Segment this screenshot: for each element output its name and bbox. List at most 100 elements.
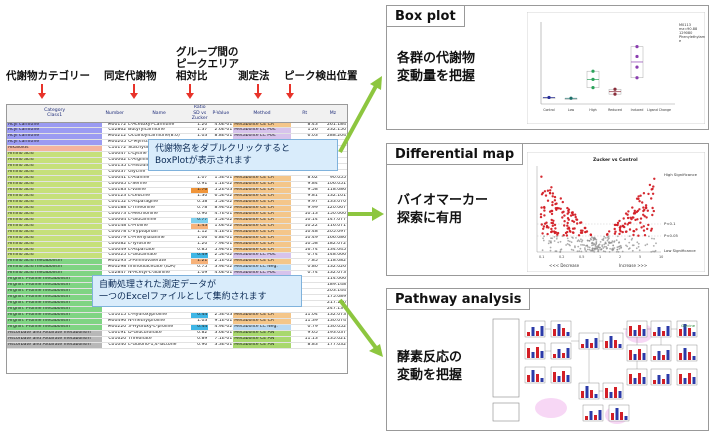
cell-method[interactable]: Metabolite CE AN	[233, 330, 291, 337]
cell-mz[interactable]: 130.052	[318, 324, 347, 331]
cell-rt[interactable]: 11.04	[290, 312, 319, 319]
cell-name[interactable]: L-Hydroxyproline	[127, 312, 192, 319]
cell-mz[interactable]: 134.045	[318, 247, 347, 254]
cell-number[interactable]	[102, 306, 128, 313]
cell-ratio[interactable]: 1.03	[191, 318, 209, 325]
cell-name[interactable]: L-Methionine	[127, 211, 192, 218]
cell-name[interactable]: 5-Aminovalerate	[127, 258, 192, 266]
cell-method[interactable]: Metabolite CE CA	[233, 187, 291, 194]
cell-method[interactable]: Metabolite LC Pos.	[233, 252, 291, 260]
cell-rt[interactable]	[290, 300, 319, 308]
cell-pvalue[interactable]: 5.2E-03	[208, 187, 234, 194]
cell-category[interactable]: Amino acid	[7, 151, 103, 159]
cell-rt[interactable]: 9.81	[290, 193, 319, 200]
cell-category[interactable]: Argnin. Proline metabolism	[7, 306, 103, 313]
cell-name[interactable]: L-Leucine	[127, 193, 192, 200]
cell-number[interactable]: C00049	[102, 247, 128, 254]
cell-rt[interactable]	[290, 306, 319, 313]
cell-rt[interactable]: 0.79	[290, 324, 319, 331]
cell-ratio[interactable]: 0.77	[191, 217, 209, 224]
cell-method[interactable]: Metabolite CE CA	[233, 205, 291, 212]
cell-mz[interactable]: 203.144	[318, 288, 347, 296]
cell-pvalue[interactable]: 4.1E-01	[208, 229, 234, 236]
cell-mz[interactable]: 189.148	[318, 282, 347, 290]
cell-ratio[interactable]: 1.20	[191, 122, 209, 129]
cell-mz[interactable]: 147.077	[318, 217, 347, 224]
cell-category[interactable]: Acyl carnitine	[7, 139, 103, 147]
cell-rt[interactable]: 0.80	[290, 264, 319, 272]
cell-category[interactable]: Argnin. Proline metabolism	[7, 288, 103, 296]
cell-category[interactable]: Ascorbate and Aldarate metabolism	[7, 330, 103, 337]
cell-number[interactable]: C00073	[102, 211, 128, 218]
cell-mz[interactable]	[318, 169, 347, 177]
cell-name[interactable]: L-Gulono-1,4-lactone	[127, 342, 192, 349]
cell-rt[interactable]: 9.65	[290, 330, 319, 337]
cell-mz[interactable]: 232.150	[318, 127, 347, 135]
cell-mz[interactable]: 118.082	[318, 258, 347, 266]
cell-pvalue[interactable]: 1.1E-02	[208, 181, 234, 188]
cell-rt[interactable]: 7.85	[290, 258, 319, 266]
cell-mz[interactable]: 114.066	[318, 276, 347, 284]
cell-mz[interactable]: 132.073	[318, 312, 347, 319]
cell-mz[interactable]: 130.074	[318, 318, 347, 325]
cell-name[interactable]: N-methylproline	[127, 318, 192, 325]
cell-pvalue[interactable]: 3.6E-01	[208, 330, 234, 337]
cell-pvalue[interactable]: 2.3E-03	[208, 312, 234, 319]
cell-number[interactable]: C01040	[102, 342, 128, 349]
cell-category[interactable]: Amino acid	[7, 223, 103, 230]
cell-number[interactable]: M00212	[102, 133, 128, 141]
cell-number[interactable]: C00082	[102, 241, 128, 248]
cell-name[interactable]: Butyrylcarnitine	[127, 127, 192, 135]
cell-mz[interactable]: 217.180	[318, 300, 347, 308]
cell-method[interactable]: Metabolite CE CA	[233, 122, 291, 129]
cell-category[interactable]: Amino acid	[7, 211, 103, 218]
cell-ratio[interactable]: 0.90	[191, 342, 209, 349]
cell-pvalue[interactable]: 5.9E-01	[208, 247, 234, 254]
cell-number[interactable]: M00205	[102, 139, 128, 147]
cell-category[interactable]: Argnin. Proline metabolism	[7, 300, 103, 308]
cell-method[interactable]	[233, 306, 291, 313]
cell-number[interactable]: C01015	[102, 312, 128, 319]
cell-name[interactable]: L-Glutamate	[127, 252, 192, 260]
cell-method[interactable]: Metabolite CE CA	[233, 235, 291, 242]
cell-number[interactable]: C00135	[102, 163, 128, 171]
cell-rt[interactable]: 10.48	[290, 229, 319, 236]
cell-category[interactable]: Amino acid	[7, 187, 103, 194]
cell-category[interactable]: Amino acid	[7, 235, 103, 242]
cell-category[interactable]: Ascorbate and Aldarate metabolism	[7, 336, 103, 343]
cell-name[interactable]: L-Tyrosine	[127, 241, 192, 248]
cell-category[interactable]: Acyl carnitine	[7, 133, 103, 141]
cell-rt[interactable]: 9.99	[290, 205, 319, 212]
cell-category[interactable]: Argnin. Proline metabolism	[7, 312, 103, 319]
cell-method[interactable]: Metabolite CE CA	[233, 193, 291, 200]
cell-mz[interactable]: 116.071	[318, 223, 347, 230]
cell-category[interactable]: Acyl carnitine	[7, 122, 103, 129]
cell-mz[interactable]: 205.097	[318, 229, 347, 236]
cell-name[interactable]: 3-Hydroxy-L-proline	[127, 324, 192, 331]
cell-ratio[interactable]: 0.85	[191, 247, 209, 254]
cell-ratio[interactable]: 0.91	[191, 181, 209, 188]
cell-number[interactable]: C00148	[102, 223, 128, 230]
col-pvalue[interactable]: P-Value	[208, 105, 234, 123]
cell-ratio[interactable]: 0.78	[191, 205, 209, 212]
cell-number[interactable]: C01620	[102, 336, 128, 343]
cell-mz[interactable]: 120.067	[318, 205, 347, 212]
cell-ratio[interactable]: 0.90	[191, 211, 209, 218]
cell-rt[interactable]	[290, 288, 319, 296]
cell-mz[interactable]: 133.070	[318, 199, 347, 206]
cell-mz[interactable]: 177.032	[318, 342, 347, 349]
cell-pvalue[interactable]: 2.1E-02	[208, 258, 234, 266]
cell-category[interactable]: Amino acid	[7, 252, 103, 260]
cell-number[interactable]: C00188	[102, 205, 128, 212]
cell-rt[interactable]: 9.97	[290, 199, 319, 206]
cell-ratio[interactable]: 1.07	[191, 175, 209, 183]
